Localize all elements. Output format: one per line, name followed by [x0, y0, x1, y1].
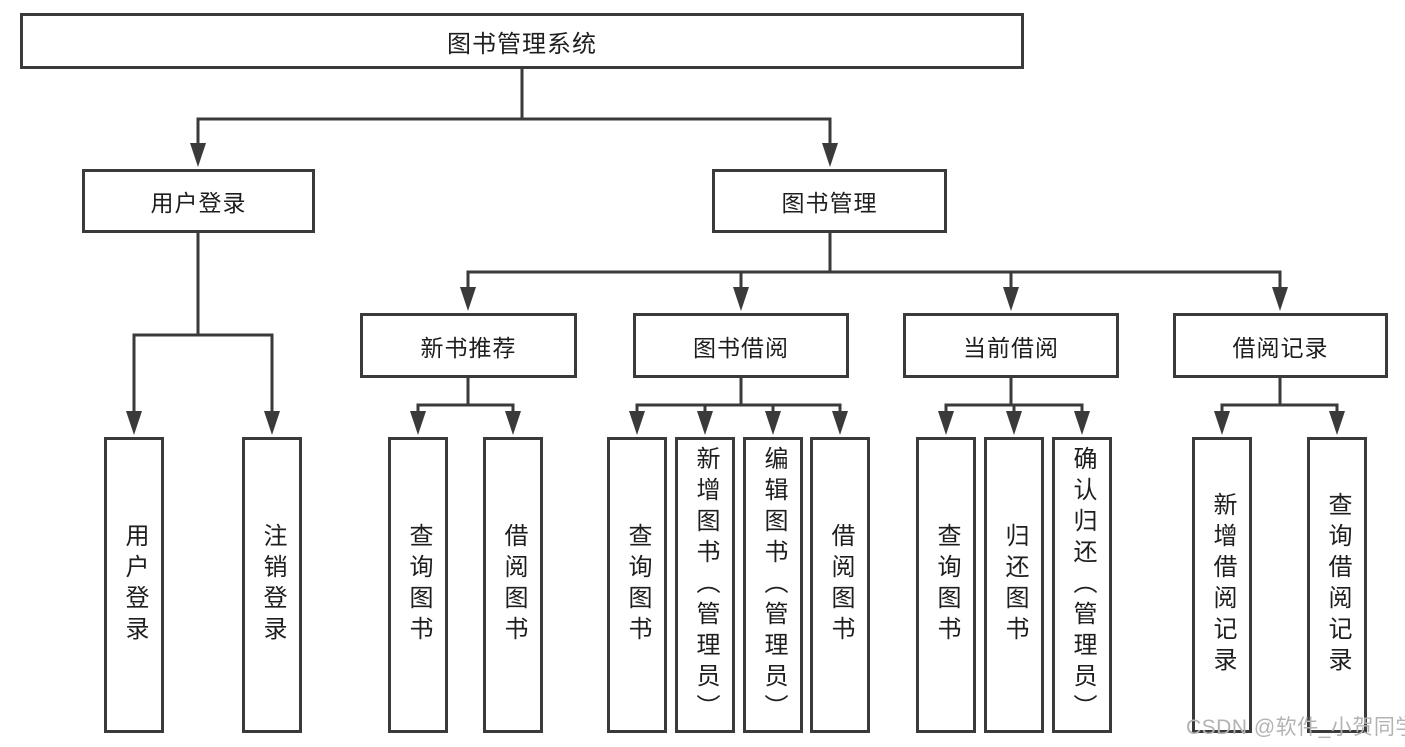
node-user-login: 用户登录: [82, 169, 315, 233]
leaf-return-book-label: 归还图书: [1001, 523, 1028, 647]
leaf-confirm-return-admin: 确认归还（管理员）: [1052, 437, 1112, 733]
leaf-add-borrow-record-label: 新增借阅记录: [1209, 492, 1236, 678]
leaf-add-book-admin: 新增图书（管理员）: [675, 437, 735, 733]
node-current-borrow: 当前借阅: [903, 313, 1119, 378]
node-book-borrow-label: 图书借阅: [693, 334, 789, 361]
node-new-book-rec-label: 新书推荐: [420, 334, 517, 361]
node-root-label: 图书管理系统: [447, 30, 597, 58]
leaf-borrow-books-rec-label: 借阅图书: [500, 523, 527, 647]
node-book-borrow: 图书借阅: [633, 313, 849, 378]
leaf-query-books-current-label: 查询图书: [933, 523, 960, 647]
node-borrow-record-label: 借阅记录: [1232, 334, 1329, 361]
connector-user-login-children: [126, 233, 280, 435]
leaf-user-login: 用户登录: [104, 437, 164, 733]
leaf-borrow-books-label: 借阅图书: [827, 523, 854, 647]
connector-root-to-level2: [190, 69, 838, 167]
leaf-return-book: 归还图书: [984, 437, 1044, 733]
node-new-book-rec: 新书推荐: [360, 313, 577, 378]
connector-new-book-rec-children: [410, 378, 521, 435]
leaf-query-books-borrow: 查询图书: [607, 437, 667, 733]
leaf-logout: 注销登录: [242, 437, 302, 733]
leaf-edit-book-admin-label: 编辑图书（管理员）: [760, 445, 787, 725]
node-borrow-record: 借阅记录: [1173, 313, 1388, 378]
leaf-query-books-rec-label: 查询图书: [405, 523, 432, 647]
leaf-user-login-label: 用户登录: [121, 523, 148, 647]
leaf-query-books-borrow-label: 查询图书: [624, 523, 651, 647]
leaf-add-borrow-record: 新增借阅记录: [1192, 437, 1252, 733]
node-book-mgmt: 图书管理: [712, 169, 947, 233]
node-book-mgmt-label: 图书管理: [781, 190, 878, 216]
connector-current-borrow-children: [938, 378, 1090, 435]
connector-borrow-record-children: [1214, 378, 1345, 435]
leaf-query-borrow-record-label: 查询借阅记录: [1324, 492, 1351, 678]
leaf-edit-book-admin: 编辑图书（管理员）: [743, 437, 803, 733]
node-root: 图书管理系统: [20, 13, 1024, 69]
leaf-query-borrow-record: 查询借阅记录: [1307, 437, 1367, 733]
connector-book-mgmt-children: [460, 233, 1288, 311]
node-user-login-label: 用户登录: [150, 190, 247, 216]
leaf-add-book-admin-label: 新增图书（管理员）: [692, 445, 719, 725]
leaf-borrow-books-rec: 借阅图书: [483, 437, 543, 733]
leaf-query-books-current: 查询图书: [916, 437, 976, 733]
node-current-borrow-label: 当前借阅: [963, 334, 1059, 361]
leaf-logout-label: 注销登录: [259, 523, 286, 647]
leaf-confirm-return-admin-label: 确认归还（管理员）: [1069, 445, 1096, 725]
watermark: CSDN @软件_小贺同学: [1186, 716, 1405, 739]
connector-book-borrow-children: [629, 378, 848, 435]
leaf-borrow-books: 借阅图书: [810, 437, 870, 733]
leaf-query-books-rec: 查询图书: [388, 437, 448, 733]
